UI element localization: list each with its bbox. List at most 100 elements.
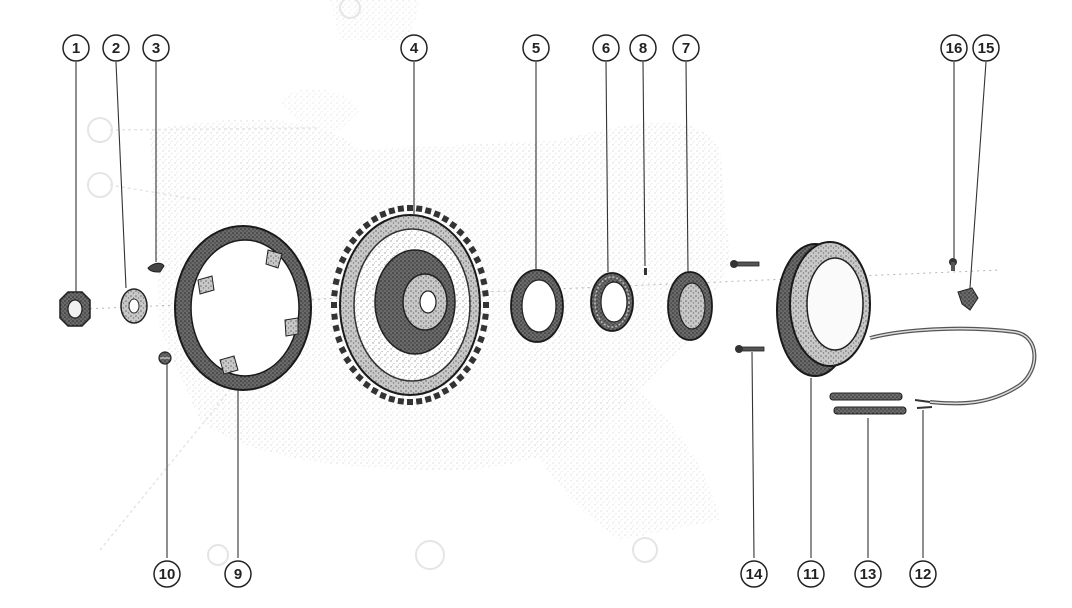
part-7-seal	[667, 271, 713, 341]
gear-tooth	[448, 380, 458, 390]
gear-tooth	[468, 245, 477, 255]
callout-circle	[522, 34, 550, 62]
gear-tooth	[473, 346, 482, 355]
gear-tooth	[331, 302, 337, 308]
callout-number: 4	[410, 40, 419, 57]
part-11-coil-housing	[776, 241, 871, 377]
part-10-screw	[158, 351, 172, 365]
gear-tooth	[379, 391, 387, 400]
gear-tooth	[338, 346, 347, 355]
callout-circle	[672, 34, 700, 62]
gear-tooth	[473, 255, 482, 264]
callout-circle	[940, 34, 968, 62]
gear-tooth	[370, 215, 379, 224]
gear-tooth	[448, 220, 458, 230]
callout-circle	[142, 34, 170, 62]
gear-tooth	[482, 313, 489, 321]
callout-number: 10	[159, 566, 176, 583]
gear-tooth	[456, 228, 465, 237]
part-6-bearing	[590, 272, 634, 332]
gear-tooth	[388, 395, 396, 403]
gear-tooth	[407, 399, 413, 405]
part-9-stator-plate	[174, 225, 312, 391]
gear-tooth	[331, 289, 338, 297]
gear-tooth	[362, 380, 372, 390]
gear-tooth	[379, 210, 387, 219]
gear-tooth	[355, 228, 364, 237]
gear-tooth	[338, 255, 347, 264]
callout-number: 14	[746, 566, 763, 583]
callout-circle	[740, 560, 768, 588]
gear-tooth	[362, 220, 372, 230]
part-12-wire-lead	[869, 326, 1037, 406]
gear-tooth	[482, 289, 489, 297]
gear-tooth	[348, 365, 358, 374]
gear-tooth	[335, 266, 343, 275]
gear-tooth	[397, 397, 405, 405]
callout-number: 5	[532, 40, 540, 57]
part-14-screws	[730, 260, 765, 353]
gear-tooth	[331, 313, 338, 321]
callout-circle	[224, 560, 252, 588]
gear-tooth	[468, 355, 477, 365]
callout-circle	[400, 34, 428, 62]
callout-circle	[854, 560, 882, 588]
callout-number: 7	[682, 40, 690, 57]
gear-tooth	[332, 324, 340, 332]
part-3-key	[147, 262, 165, 273]
gear-tooth	[480, 324, 488, 332]
callout-circle	[592, 34, 620, 62]
gear-tooth	[343, 355, 352, 365]
callout-circle	[797, 560, 825, 588]
callout-circle	[629, 34, 657, 62]
gear-tooth	[441, 386, 450, 395]
callout-circle	[102, 34, 130, 62]
gear-tooth	[397, 205, 405, 213]
leader-lines	[75, 61, 987, 559]
callout-circle	[909, 560, 937, 588]
part-16-screw	[949, 258, 957, 271]
callout-number: 1	[72, 40, 80, 57]
gear-tooth	[424, 207, 432, 215]
callout-number: 2	[112, 40, 120, 57]
callout-circle	[62, 34, 90, 62]
gear-tooth	[480, 278, 488, 286]
gear-tooth	[332, 278, 340, 286]
gear-tooth	[456, 373, 465, 382]
gear-tooth	[462, 365, 472, 374]
part-8-pin	[644, 268, 647, 275]
callout-number: 16	[946, 40, 963, 57]
callout-number: 12	[915, 566, 932, 583]
part-15-clip	[957, 287, 979, 311]
gear-tooth	[415, 397, 423, 405]
callout-number: 8	[639, 40, 647, 57]
part-2-washer	[120, 288, 148, 324]
gear-tooth	[335, 335, 343, 344]
part-13-sleeves	[829, 392, 907, 415]
gear-tooth	[433, 391, 441, 400]
part-1-nut	[59, 291, 91, 327]
callout-number: 15	[978, 40, 995, 57]
gear-tooth	[462, 236, 472, 245]
gear-tooth	[441, 215, 450, 224]
callout-number: 6	[602, 40, 610, 57]
callout-circle	[153, 560, 181, 588]
callout-number: 11	[803, 566, 819, 583]
gear-tooth	[348, 236, 358, 245]
gear-tooth	[355, 373, 364, 382]
gear-tooth	[424, 395, 432, 403]
callout-circle	[972, 34, 1000, 62]
callout-number: 9	[234, 566, 242, 583]
gear-tooth	[415, 205, 423, 213]
callout-number: 3	[152, 40, 160, 57]
gear-tooth	[433, 210, 441, 219]
gear-tooth	[483, 302, 489, 308]
gear-tooth	[407, 205, 413, 211]
gear-tooth	[477, 266, 485, 275]
gear-tooth	[477, 335, 485, 344]
gear-tooth	[388, 207, 396, 215]
part-4-flywheel	[331, 205, 489, 405]
